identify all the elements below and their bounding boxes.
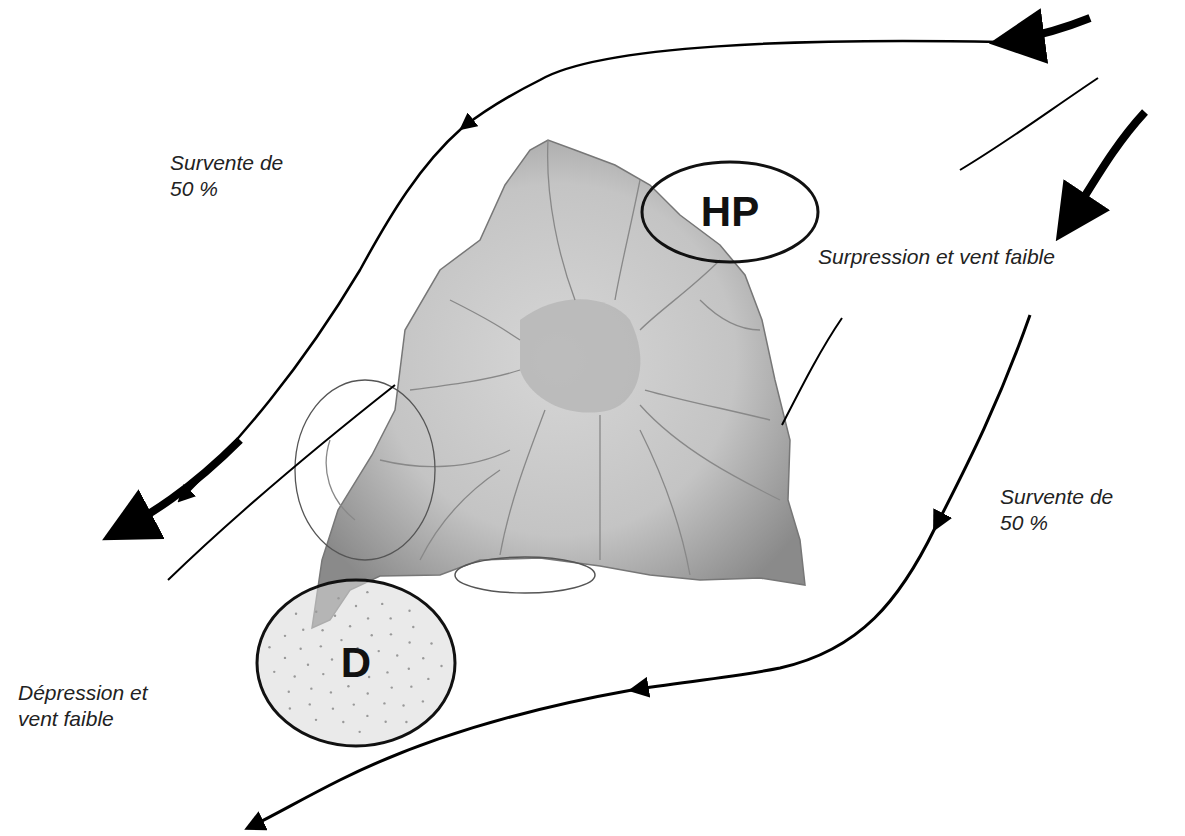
wind-note: Dépression et vent faible: [18, 680, 193, 733]
wind-arrows: [112, 18, 1145, 828]
zone-letter: HP: [701, 188, 759, 236]
wind-note: Survente de 50 %: [1000, 484, 1120, 537]
zone-letter: D: [341, 639, 371, 687]
mountain: [295, 140, 805, 628]
pressure-zone: HP: [640, 160, 820, 264]
wind-note: Surpression et vent faible: [818, 244, 1055, 270]
pressure-zone: D: [255, 578, 457, 748]
wind-note: Survente de 50 %: [170, 150, 290, 203]
